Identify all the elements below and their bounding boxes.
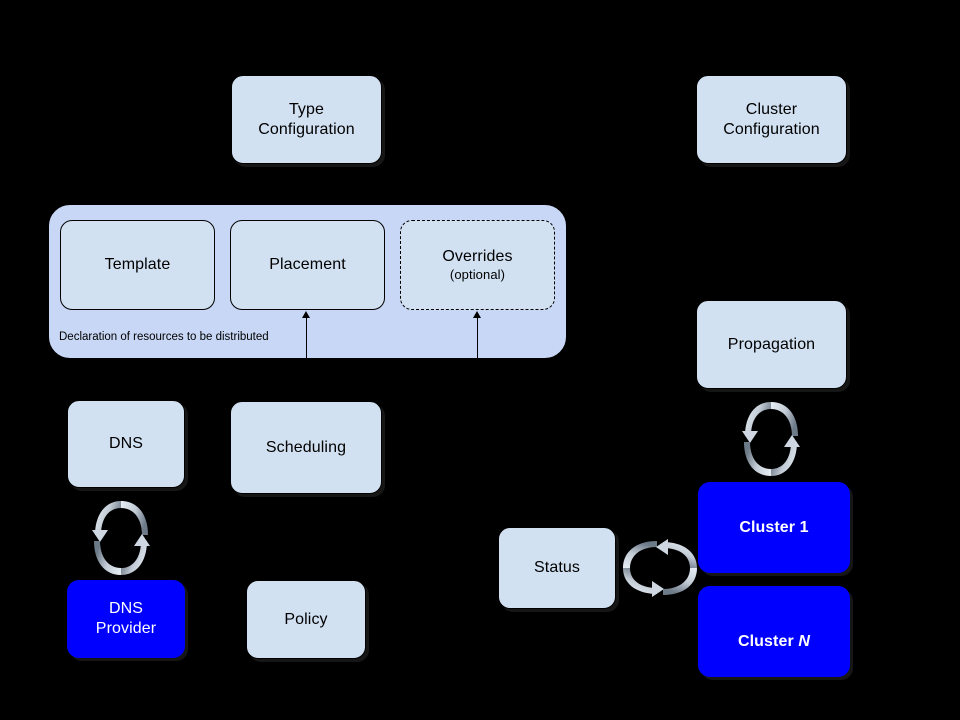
arrowhead-placement-bottom [301, 311, 310, 318]
node-overrides-sublabel: (optional) [449, 267, 506, 283]
node-dns-provider[interactable]: DNS Provider [67, 580, 185, 658]
node-dns-label: DNS [108, 435, 144, 453]
node-status-label: Status [534, 559, 580, 577]
node-status[interactable]: Status [498, 527, 616, 609]
node-cluster-1-label: Cluster 1 [739, 518, 809, 536]
arrowhead-overrides-bottom [472, 311, 481, 318]
node-placement-label: Placement [269, 256, 346, 274]
node-cluster-n-label: Cluster N [738, 612, 810, 651]
node-dns[interactable]: DNS [67, 400, 185, 488]
node-propagation-label: Propagation [727, 335, 816, 353]
node-type-configuration[interactable]: Type Configuration [231, 75, 382, 164]
node-cluster-n[interactable]: Cluster N [698, 586, 850, 677]
node-policy[interactable]: Policy [246, 580, 366, 659]
node-cluster-1[interactable]: Cluster 1 [698, 482, 850, 573]
node-overrides-label: Overrides [442, 247, 513, 265]
sync-arrows-icon-status [619, 535, 701, 601]
connector-scheduling-to-placement [306, 318, 307, 359]
node-cluster-n-suffix: N [798, 632, 811, 650]
node-overrides[interactable]: Overrides (optional) [400, 220, 555, 310]
connector-policy-to-overrides [477, 318, 478, 359]
node-scheduling[interactable]: Scheduling [230, 401, 382, 494]
node-dns-provider-label: DNS Provider [95, 600, 157, 637]
node-scheduling-label: Scheduling [265, 438, 347, 456]
node-propagation[interactable]: Propagation [696, 300, 847, 389]
sync-arrows-icon-dns [88, 497, 154, 579]
group-caption: Declaration of resources to be distribut… [59, 331, 269, 343]
node-template[interactable]: Template [60, 220, 215, 310]
node-type-configuration-label: Type Configuration [258, 100, 355, 138]
node-template-label: Template [104, 256, 171, 274]
sync-arrows-icon-propagation [738, 398, 804, 480]
node-policy-label: Policy [284, 610, 328, 628]
node-cluster-configuration[interactable]: Cluster Configuration [696, 75, 847, 164]
node-cluster-configuration-label: Cluster Configuration [723, 100, 820, 138]
node-placement[interactable]: Placement [230, 220, 385, 310]
node-cluster-n-prefix: Cluster [737, 632, 799, 650]
